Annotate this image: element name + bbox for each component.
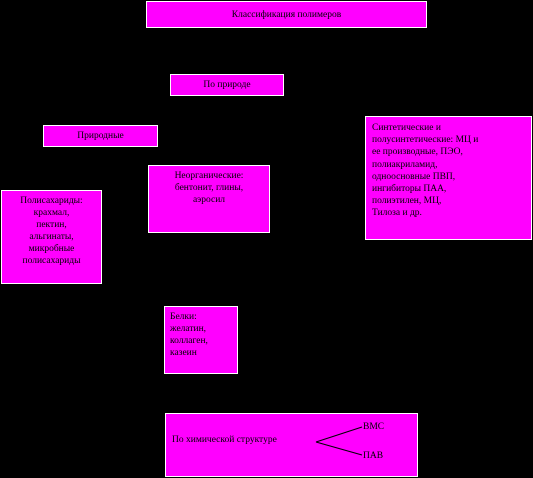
- proteins-line-2: желатин,: [170, 324, 207, 334]
- branch-line-pav: [315, 441, 363, 456]
- branch-line-vms: [315, 426, 363, 443]
- synthetic-line-1: Синтетические и: [372, 123, 441, 133]
- proteins-line-4: казеин: [170, 348, 197, 358]
- proteins-line-1: Белки:: [170, 312, 197, 322]
- proteins-line-3: коллаген,: [170, 336, 208, 346]
- synthetic-line-8: Тилоза и др.: [372, 208, 422, 219]
- polysaccharides-line-3: пектин,: [36, 220, 67, 230]
- synthetic-line-7: полиэтилен, МЦ,: [372, 196, 442, 207]
- branch-label-pav: ПАВ: [363, 451, 384, 461]
- synthetic-line-6: ингибиторы ПАА,: [372, 184, 447, 195]
- classification-title: Классификация полимеров: [231, 9, 342, 20]
- synthetic-polymers-box: Синтетические и полусинтетические: МЦ и …: [365, 116, 532, 240]
- classification-title-box: Классификация полимеров: [146, 1, 427, 28]
- natural-box: Природные: [43, 125, 158, 147]
- inorganic-line-2: бентонит, глины,: [174, 183, 244, 193]
- synthetic-line-5: одноосновные ПВП,: [372, 171, 456, 182]
- polysaccharides-line-6: полисахариды: [22, 256, 81, 266]
- synthetic-line-4: полиакриламид,: [372, 159, 438, 170]
- synthetic-line-3: ее производные, ПЭО,: [372, 147, 463, 158]
- synthetic-line-2: полусинтетические: МЦ и: [372, 135, 479, 146]
- polysaccharides-line-1: Полисахариды:: [20, 196, 83, 206]
- by-structure-box: По химической структуре ВМС ПАВ: [165, 413, 418, 477]
- polysaccharides-box: Полисахариды: крахмал, пектин, альгинаты…: [1, 190, 102, 284]
- natural-label: Природные: [77, 131, 124, 141]
- inorganic-line-1: Неорганические:: [174, 171, 244, 181]
- by-nature-box: По природе: [170, 74, 284, 96]
- polysaccharides-line-5: микробные: [28, 244, 75, 254]
- branch-label-vms: ВМС: [363, 422, 385, 432]
- inorganic-line-3: аэросил: [192, 195, 226, 205]
- proteins-box: Белки: желатин, коллаген, казеин: [164, 306, 238, 374]
- polysaccharides-line-2: крахмал,: [33, 208, 70, 218]
- polysaccharides-line-4: альгинаты,: [29, 232, 74, 242]
- by-structure-label: По химической структуре: [172, 435, 277, 445]
- inorganic-polymers-box: Неорганические: бентонит, глины, аэросил: [148, 165, 270, 233]
- branch-lines: [315, 426, 363, 456]
- by-nature-label: По природе: [203, 80, 251, 90]
